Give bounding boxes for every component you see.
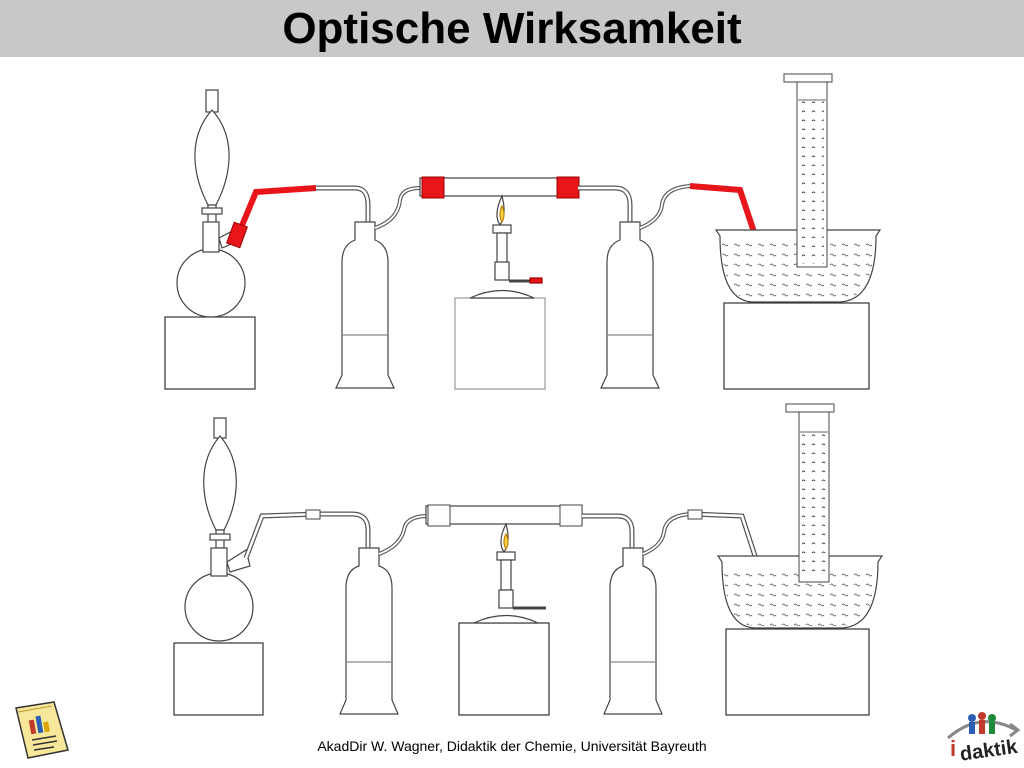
apparatus-diagram [164, 73, 884, 716]
bunsen-burner [469, 194, 543, 299]
didaktik-logo-letter: i [950, 736, 956, 761]
footer-credit: AkadDir W. Wagner, Didaktik der Chemie, … [317, 738, 707, 754]
stand-block [725, 628, 870, 716]
gas-washing-bottle [335, 186, 421, 389]
bunsen-burner [473, 522, 546, 624]
stand-block [723, 302, 870, 390]
stand-block [164, 316, 256, 390]
document-icon [15, 701, 69, 759]
round-flask [176, 221, 246, 318]
page-title: Optische Wirksamkeit [282, 4, 742, 53]
measuring-cylinder [783, 73, 833, 268]
stand-block [454, 297, 546, 390]
combustion-tube [425, 504, 583, 527]
dropping-funnel [194, 89, 230, 224]
round-flask [184, 547, 254, 642]
setup-bottom [173, 403, 884, 716]
pneumatic-trough [716, 555, 884, 629]
stand-block [458, 622, 550, 716]
measuring-cylinder [785, 403, 835, 583]
gas-washing-bottle [600, 184, 691, 389]
stand-block [173, 642, 264, 716]
red-tubing [235, 185, 317, 237]
dropping-funnel [203, 417, 237, 549]
gas-washing-bottle [339, 514, 429, 715]
gas-washing-bottle [603, 512, 693, 715]
combustion-tube [419, 176, 580, 199]
setup-top [164, 73, 882, 390]
title-bar: Optische Wirksamkeit [0, 0, 1024, 57]
didaktik-logo: i daktik [947, 712, 1021, 764]
